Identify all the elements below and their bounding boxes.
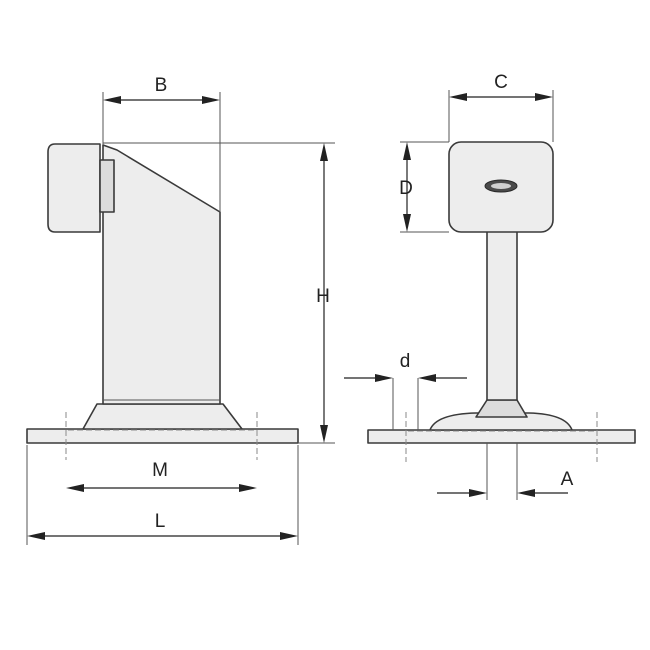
front-foot — [82, 403, 243, 430]
label-b: B — [155, 75, 168, 96]
front-extension-lines — [26, 92, 335, 545]
front-stopper-clip — [99, 159, 115, 213]
dimension-m: M — [66, 460, 257, 492]
front-view — [26, 143, 299, 460]
dimension-hole-d: d — [344, 351, 467, 382]
label-h: H — [316, 286, 330, 307]
side-head-emblem-inner — [491, 183, 511, 189]
side-view — [367, 141, 636, 462]
label-c: C — [494, 72, 508, 93]
side-stem — [486, 229, 518, 401]
label-l: L — [155, 511, 166, 532]
dimension-l: L — [27, 511, 298, 540]
label-hole-d: d — [400, 351, 411, 372]
side-extension-lines — [392, 90, 554, 500]
dimension-h: H — [316, 143, 330, 443]
front-post — [102, 144, 221, 405]
label-m: M — [152, 460, 168, 481]
dimension-b: B — [103, 75, 220, 104]
dimension-d: D — [399, 142, 413, 232]
side-neck-collar — [475, 399, 528, 418]
dimension-c: C — [449, 72, 553, 101]
label-d: D — [399, 178, 413, 199]
dimension-a: A — [437, 469, 574, 497]
side-foot — [429, 412, 573, 431]
front-stopper-head — [47, 143, 101, 233]
label-a: A — [561, 469, 574, 490]
side-base-plate — [367, 429, 636, 444]
